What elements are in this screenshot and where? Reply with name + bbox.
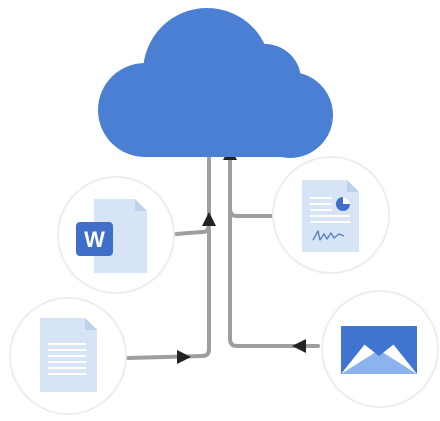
word-badge-letter: W bbox=[84, 227, 105, 252]
chart-report-icon bbox=[302, 180, 359, 252]
arrowhead-up-word bbox=[202, 212, 216, 226]
cloud-icon bbox=[98, 8, 333, 158]
connector-cloud-to-mail bbox=[228, 208, 320, 348]
connector-cloud-to-report bbox=[228, 158, 274, 218]
word-document-icon: W bbox=[76, 199, 147, 273]
word-document-node: W bbox=[57, 176, 175, 294]
mail-node bbox=[321, 290, 439, 408]
arrowhead-left-mail bbox=[292, 339, 306, 353]
mail-envelope-icon bbox=[341, 326, 417, 374]
text-document-node bbox=[9, 297, 127, 415]
report-document-node bbox=[272, 156, 390, 274]
text-document-icon bbox=[40, 318, 97, 392]
connector-plain-to-cloud bbox=[126, 228, 211, 360]
arrowhead-right-plain bbox=[177, 350, 191, 364]
